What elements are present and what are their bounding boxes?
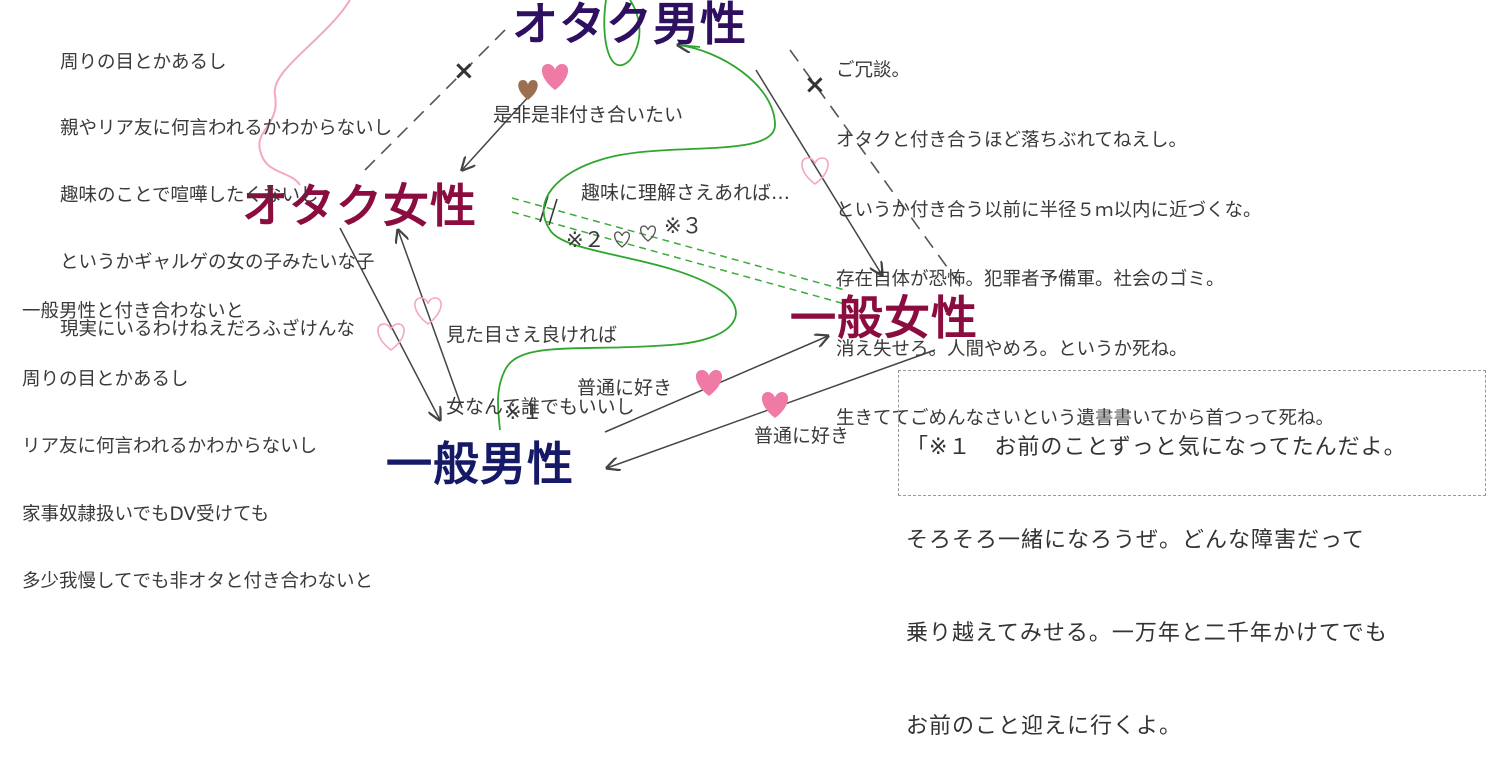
text-line: 消え失せろ。人間やめろ。というか死ね。 xyxy=(836,338,1188,360)
text-line: というかギャルゲの女の子みたいな子 xyxy=(60,252,375,274)
text-line: オタクと付き合うほど落ちぶれてねえし。 xyxy=(836,130,1187,152)
text-top-left: 周りの目とかあるし 親やリア友に何言われるかわからないし 趣味のことで喧嘩したく… xyxy=(60,7,392,364)
node-general-female: 一般女性 xyxy=(790,291,978,345)
heart-icon-pink-futsu2 xyxy=(761,392,789,418)
text-line: 存在自体が恐怖。犯罪者予備軍。社会のゴミ。 xyxy=(836,269,1225,291)
text-line: 女なんて誰でもいいし xyxy=(446,396,635,418)
mark-note-3: ※３ xyxy=(664,214,703,238)
text-line: 親やリア友に何言われるかわからないし xyxy=(60,118,393,140)
green-dashed-line-a xyxy=(511,197,846,291)
arrow-otaku-female-to-general-male xyxy=(339,227,440,420)
arrow-otaku-male-to-general-female xyxy=(755,69,882,275)
text-line: 趣味のことで喧嘩したくないし xyxy=(60,185,319,207)
mark-note-2: ※２ xyxy=(566,228,605,252)
label-futsu-1: 普通に好き xyxy=(577,377,673,399)
relationship-diagram xyxy=(258,0,961,500)
heart-icon-small-mid-2 xyxy=(640,225,656,242)
text-center-middle: 見た目さえ良ければ 女なんて誰でもいいし xyxy=(446,275,635,443)
note-line: お前のこと迎えに行くよ。 xyxy=(906,714,1183,739)
node-otaku-female: オタク女性 xyxy=(242,179,477,233)
label-futsu-2: 普通に好き xyxy=(754,425,850,447)
label-shumi: 趣味に理解さえあれば… xyxy=(581,182,791,204)
text-line: 一般男性と付き合わないと xyxy=(22,301,245,322)
cross-icon: × xyxy=(804,70,826,100)
text-line: 生きててごめんなさいという遺書書いてから首つって死ね。 xyxy=(836,408,1335,430)
note-line: 「※１ お前のことずっと気になってたんだよ。 xyxy=(906,435,1407,460)
mark-note-1: ※１ xyxy=(504,400,543,424)
label-zehi: 是非是非付き合いたい xyxy=(493,104,684,126)
heart-icon-pink-futsu1 xyxy=(695,370,723,396)
heart-icon-small-mid xyxy=(614,231,630,248)
text-line: 現実にいるわけねえだろふざけんな xyxy=(60,319,355,341)
node-otaku-male: オタク男性 xyxy=(512,0,747,51)
text-line: 見た目さえ良ければ xyxy=(446,324,618,346)
heart-icon-outline-left-1 xyxy=(414,297,442,326)
text-line: 多少我慢してでも非オタと付き合わないと xyxy=(22,571,373,592)
dashed-line-otaku-female-to-otaku-male xyxy=(364,24,511,171)
text-line: ご冗談。 xyxy=(836,60,911,82)
break-mark-b xyxy=(548,198,558,226)
note-line: そろそろ一緒になろうぜ。どんな障害だって xyxy=(906,528,1365,553)
green-curve xyxy=(497,0,776,431)
text-line: 家事奴隷扱いでもDV受けても xyxy=(22,503,270,525)
text-top-right: ご冗談。 オタクと付き合うほど落ちぶれてねえし。 というか付き合う以前に半径５ｍ… xyxy=(836,13,1334,454)
text-line: リア友に何言われるかわからないし xyxy=(22,436,318,457)
green-dashed-line-b xyxy=(511,211,846,305)
arrow-general-male-to-otaku-female xyxy=(398,230,463,409)
cross-icon: × xyxy=(453,56,475,86)
heart-icon-brown-top xyxy=(518,80,538,100)
heart-icon-pink-top xyxy=(541,64,569,90)
text-line: 周りの目とかあるし xyxy=(60,51,227,73)
text-line: 周りの目とかあるし xyxy=(22,368,189,390)
node-general-male: 一般男性 xyxy=(386,437,574,491)
text-left-middle: 一般男性と付き合わないと 周りの目とかあるし リア友に何言われるかわからないし … xyxy=(22,256,373,616)
text-line: というか付き合う以前に半径５ｍ以内に近づくな。 xyxy=(836,199,1262,221)
heart-icon-outline-left-2 xyxy=(377,323,405,352)
note-text: 「※１ お前のことずっと気になってたんだよ。 そろそろ一緒になろうぜ。どんな障害… xyxy=(906,370,1407,773)
pink-curve xyxy=(258,0,351,186)
heart-icon-outline-right xyxy=(801,157,829,186)
note-box xyxy=(898,370,1486,496)
green-arrow-tip xyxy=(678,45,701,47)
note-line: 乗り越えてみせる。一万年と二千年かけてでも xyxy=(906,621,1388,646)
arrow-otaku-male-to-otaku-female xyxy=(462,94,531,170)
dashed-line-otaku-male-to-general-female xyxy=(789,49,961,286)
